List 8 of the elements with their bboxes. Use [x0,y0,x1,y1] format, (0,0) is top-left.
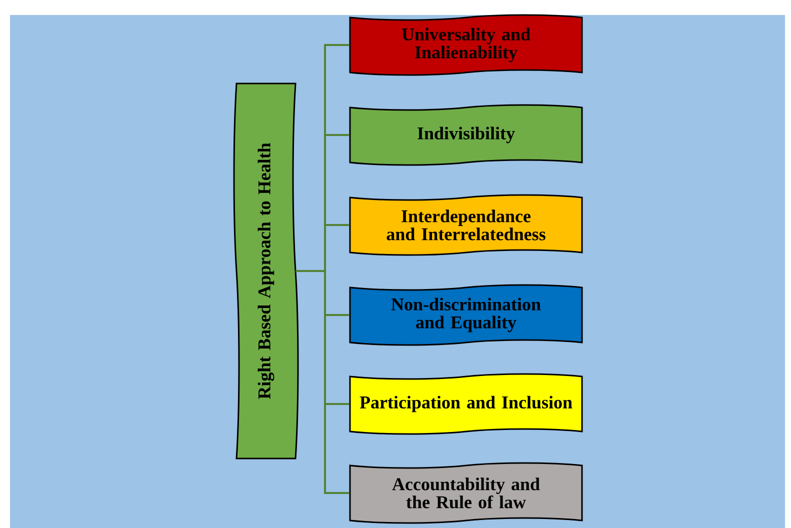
connector-line [296,270,350,494]
wavy-box: Participation and Inclusion [349,373,583,435]
wavy-box: Universality and Inalienability [349,14,583,76]
banner: Right Based Approach to Health [233,82,299,460]
wavy-box: Non-discrimination and Equality [349,284,583,346]
wavy-box: Interdependance and Interrelatedness [349,194,583,256]
wavy-box: Accountability and the Rule of law [349,462,583,524]
wavy-box: Indivisibility [349,104,583,166]
